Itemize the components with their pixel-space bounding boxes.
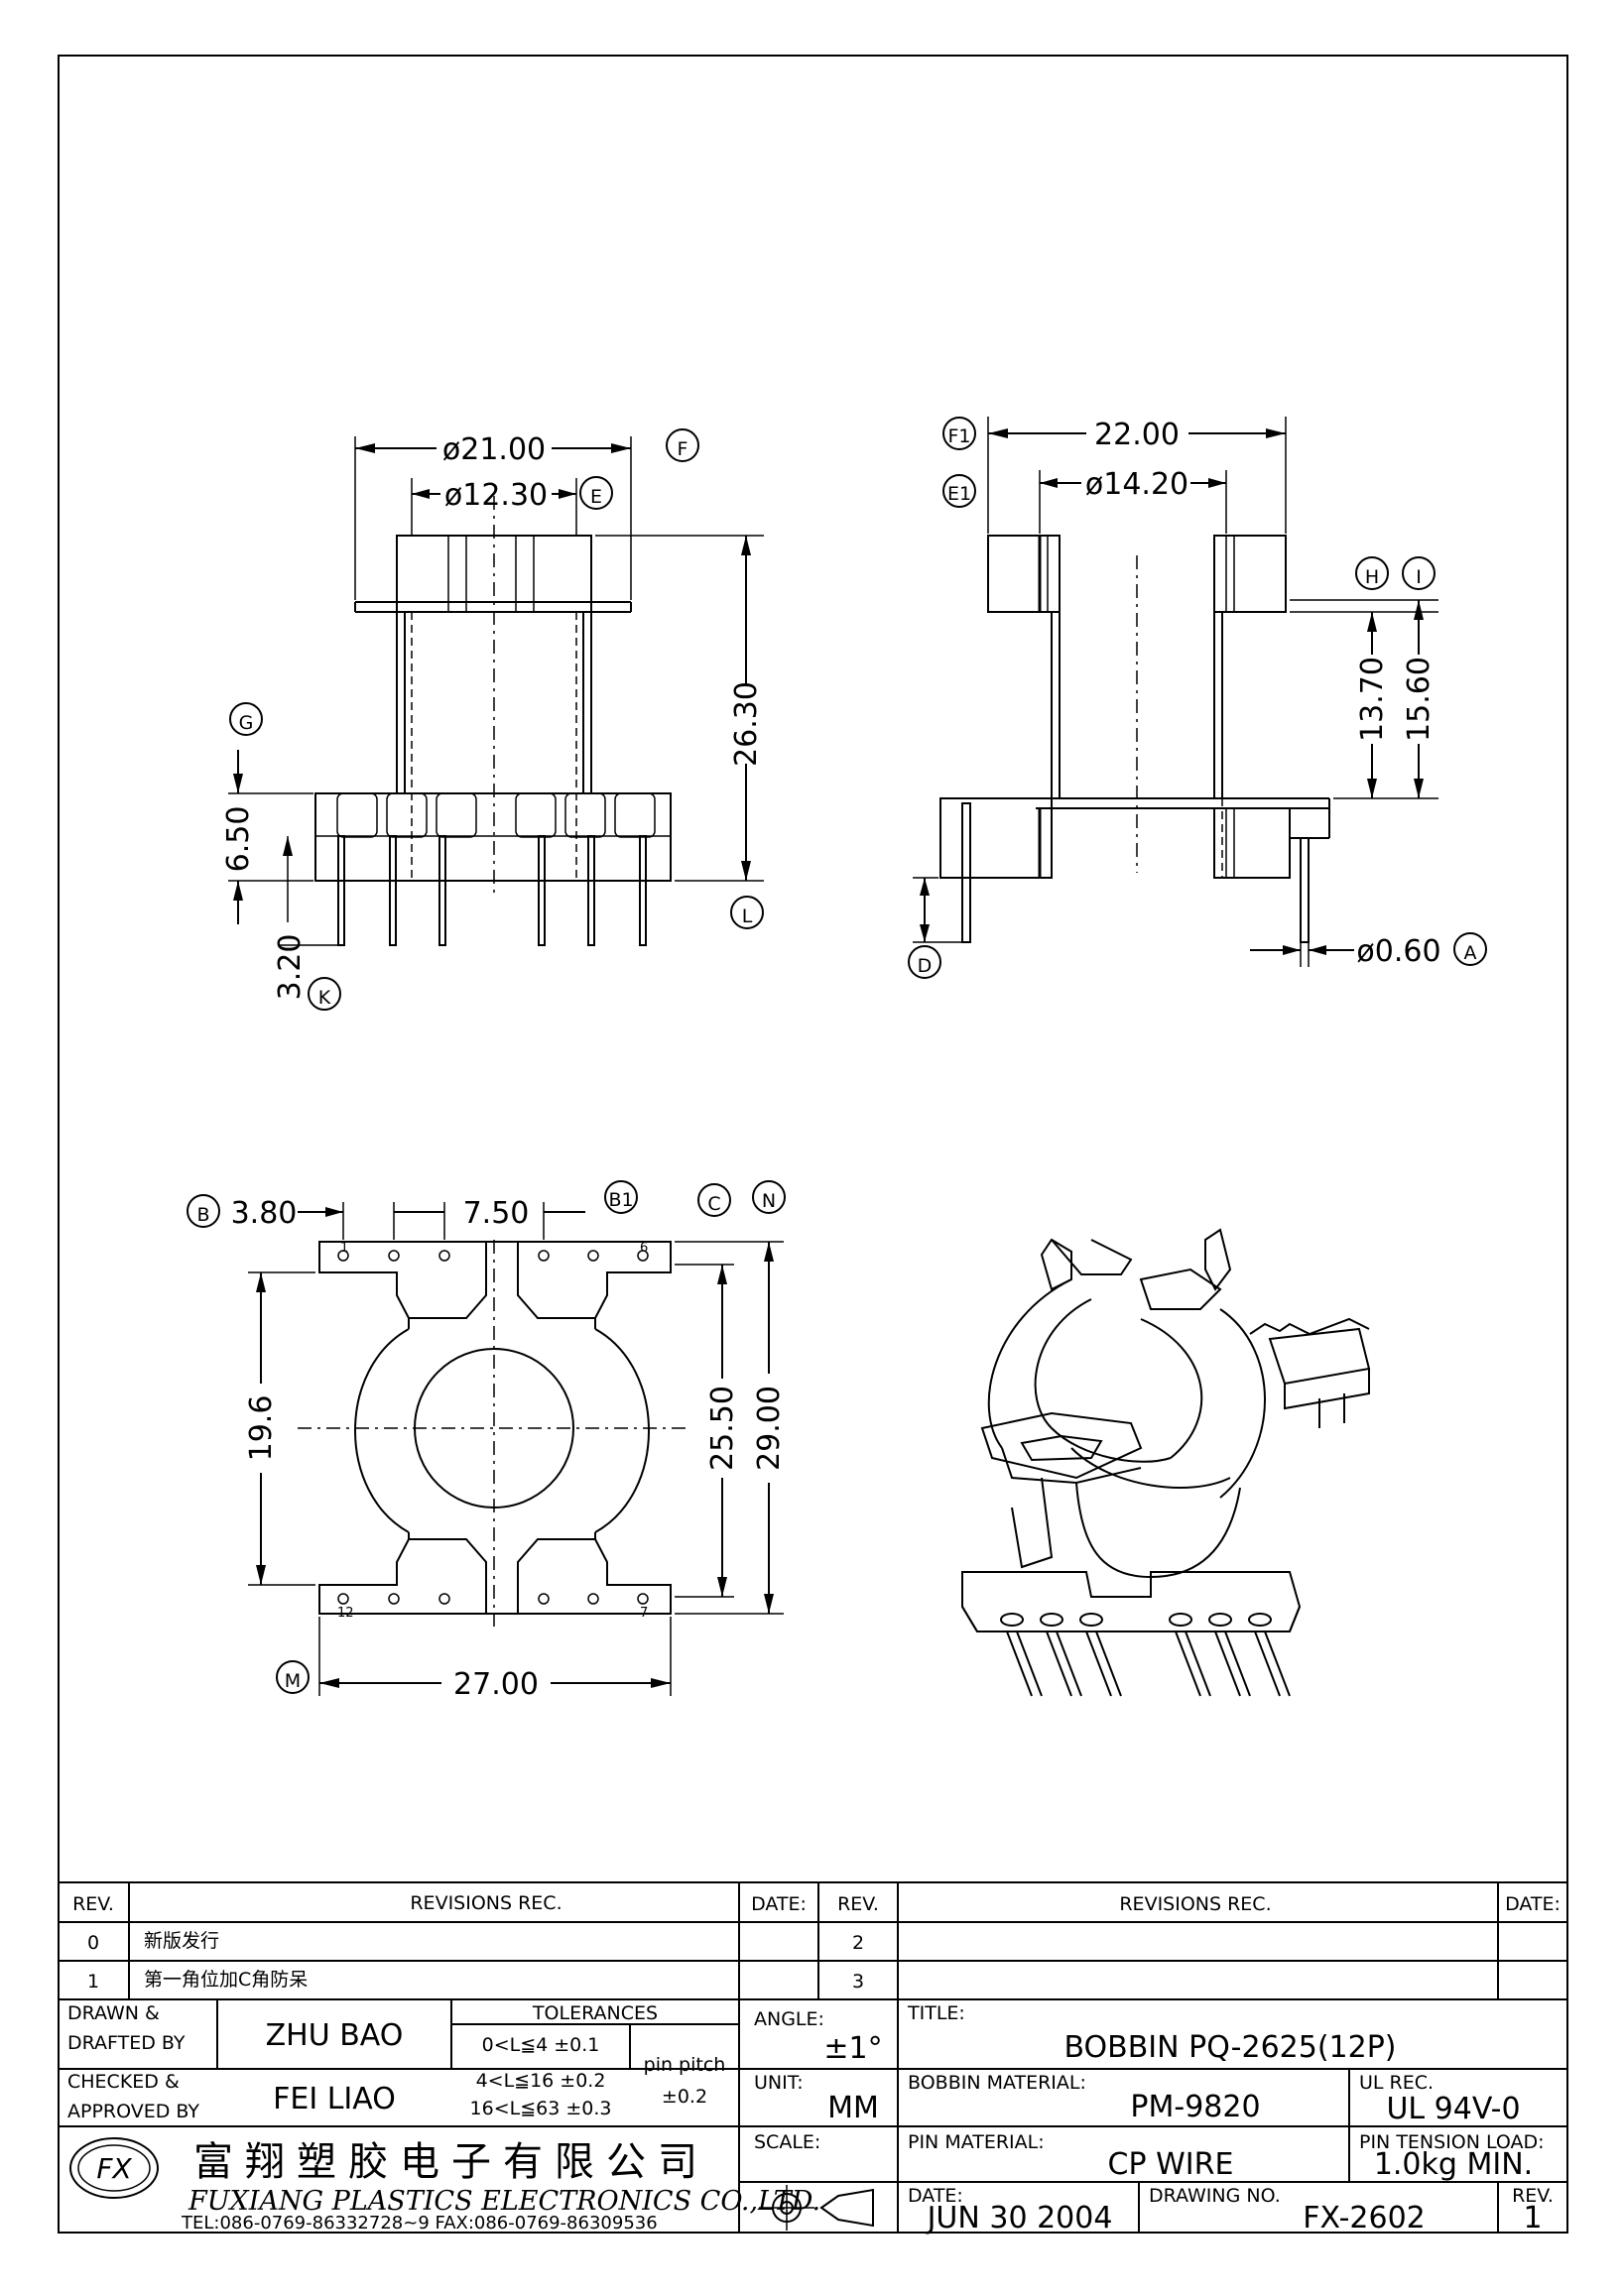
dim-inner-diameter: ø14.20	[1085, 467, 1188, 502]
company-contact: TEL:086-0769-86332728~9 FAX:086-0769-863…	[181, 2213, 658, 2234]
revisions-header: REVISIONS REC.	[410, 1892, 562, 1914]
angle-value: ±1°	[823, 2031, 882, 2066]
balloon-h: H	[1365, 566, 1379, 588]
pin-label-1: 1	[340, 1241, 348, 1256]
balloon-d: D	[918, 955, 933, 977]
balloon-m: M	[285, 1670, 301, 1692]
drawn-label-1: DRAWN &	[67, 2002, 160, 2024]
pin-label-7: 7	[640, 1606, 648, 1621]
rev-1-text: 第一角位加C角防呆	[144, 1969, 308, 1991]
balloon-b1: B1	[608, 1189, 633, 1211]
revisions-header-right: REVISIONS REC.	[1119, 1893, 1271, 1915]
checked-label-1: CHECKED &	[67, 2071, 180, 2093]
dim-pin-length: 3.20	[273, 934, 308, 1001]
bobbin-material-value: PM-9820	[1130, 2090, 1260, 2124]
tol-row-1: 0<L≦4 ±0.1	[482, 2034, 600, 2056]
dim-flange-diameter: ø21.00	[442, 432, 546, 467]
date-label: DATE:	[908, 2185, 963, 2207]
tol-row-3: 16<L≦63 ±0.3	[470, 2098, 612, 2119]
sheet-border	[58, 55, 1568, 2234]
pin-pitch-value: ±0.2	[662, 2086, 707, 2108]
pin-material-value: CP WIRE	[1108, 2147, 1234, 2182]
drawing-no-label: DRAWING NO.	[1149, 2185, 1281, 2207]
rev-value: 1	[1523, 2201, 1542, 2236]
title-label: TITLE:	[907, 2002, 965, 2024]
title-block: DRAWN & DRAFTED BY ZHU BAO CHECKED & APP…	[59, 1999, 1567, 2236]
dim-pin-diameter: ø0.60	[1356, 934, 1440, 969]
company-logo-icon: FX	[69, 2137, 159, 2199]
drawn-label-2: DRAFTED BY	[67, 2032, 186, 2054]
dim-base-height: 6.50	[221, 806, 256, 873]
balloon-l: L	[742, 906, 753, 927]
balloon-e: E	[590, 486, 602, 508]
balloon-b: B	[196, 1204, 209, 1226]
dim-mid-height: 25.50	[705, 1386, 740, 1471]
balloon-i: I	[1416, 566, 1422, 588]
unit-value: MM	[827, 2091, 879, 2125]
rev-label: REV.	[1512, 2185, 1554, 2207]
balloon-c: C	[707, 1193, 720, 1215]
logo-text: FX	[96, 2152, 132, 2185]
title-value: BOBBIN PQ-2625(12P)	[1063, 2030, 1396, 2065]
dim-inner-height: 19.6	[244, 1395, 279, 1462]
checked-by: FEI LIAO	[273, 2082, 396, 2116]
rev-0: 0	[87, 1932, 99, 1954]
angle-label: ANGLE:	[754, 2008, 824, 2030]
date-header: DATE:	[751, 1893, 807, 1915]
rev-header-right: REV.	[837, 1893, 879, 1915]
rev-header: REV.	[72, 1893, 114, 1915]
dim-core-diameter: ø12.30	[444, 478, 548, 513]
balloon-f1: F1	[947, 425, 970, 447]
rev-2: 2	[852, 1932, 864, 1954]
dim-height: 26.30	[729, 681, 764, 767]
unit-label: UNIT:	[754, 2072, 804, 2094]
company-name-cn: 富翔塑胶电子有限公司	[193, 2139, 709, 2185]
projection-symbol-icon	[739, 2181, 898, 2231]
dim-total-height: 29.00	[752, 1386, 787, 1471]
pin-pitch-label: pin pitch	[644, 2054, 726, 2076]
dim-h2: 15.60	[1402, 657, 1437, 742]
pin-tension-value: 1.0kg MIN.	[1374, 2147, 1533, 2182]
balloon-n: N	[762, 1190, 776, 1212]
balloon-f: F	[678, 438, 688, 460]
dim-width: 22.00	[1094, 418, 1180, 452]
revision-table: REV. REVISIONS REC. DATE: REV. REVISIONS…	[59, 1881, 1567, 2233]
dim-pitch-a: 3.80	[231, 1196, 298, 1231]
pin-label-6: 6	[640, 1241, 648, 1256]
pin-label-12: 12	[337, 1606, 354, 1621]
pin-tension-label: PIN TENSION LOAD:	[1359, 2131, 1545, 2153]
tolerances-label: TOLERANCES	[532, 2002, 658, 2024]
company-name-en: FUXIANG PLASTICS ELECTRONICS CO.,LTD.	[187, 2186, 820, 2217]
scale-label: SCALE:	[754, 2131, 820, 2153]
dim-width-bottom: 27.00	[453, 1667, 539, 1702]
front-view: ø21.00 F ø12.30 E 26.30 L 6.50 G	[221, 428, 764, 1011]
balloon-k: K	[318, 987, 331, 1009]
tol-row-2: 4<L≦16 ±0.2	[476, 2070, 606, 2092]
rev-1: 1	[87, 1971, 99, 1993]
pin-material-label: PIN MATERIAL:	[908, 2131, 1045, 2153]
bobbin-material-label: BOBBIN MATERIAL:	[908, 2072, 1086, 2094]
isometric-view	[961, 1228, 1371, 1697]
rev-0-text: 新版发行	[144, 1930, 219, 1952]
drawing-no-value: FX-2602	[1303, 2201, 1426, 2236]
drawn-by: ZHU BAO	[266, 2018, 404, 2053]
date-header-right: DATE:	[1505, 1893, 1561, 1915]
checked-label-2: APPROVED BY	[67, 2101, 199, 2122]
side-view: 22.00 F1 ø14.20 E1 13.70 15.60 H I	[908, 417, 1487, 979]
dim-pitch-b: 7.50	[463, 1196, 530, 1231]
ul-label: UL REC.	[1359, 2072, 1434, 2094]
ul-value: UL 94V-0	[1386, 2092, 1520, 2126]
date-value: JUN 30 2004	[926, 2201, 1113, 2236]
plan-view: 1 6 7 12 3.80 7.50 B B1 C N 19.6	[187, 1180, 787, 1702]
balloon-e1: E1	[947, 483, 971, 505]
dim-h1: 13.70	[1355, 657, 1390, 742]
balloon-g: G	[239, 712, 254, 734]
balloon-a: A	[1464, 942, 1477, 964]
rev-3: 3	[852, 1971, 864, 1993]
